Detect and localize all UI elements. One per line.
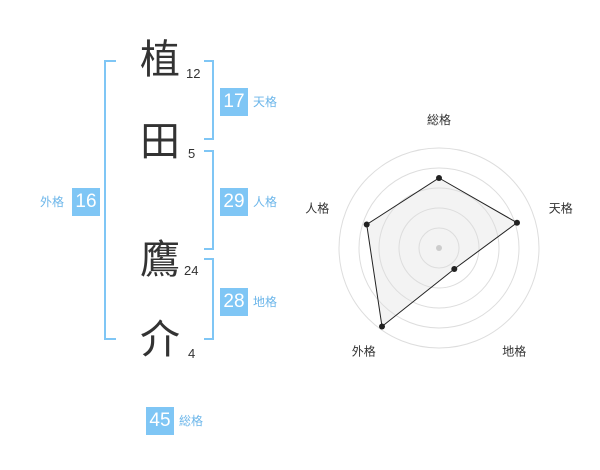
- radar-points: [363, 175, 520, 330]
- stroke-count-3: 24: [184, 263, 199, 278]
- stroke-count-1: 12: [186, 66, 201, 81]
- gaikaku-label: 外格: [40, 195, 65, 209]
- kanji-char-3: 鷹: [140, 237, 180, 283]
- radar-polygon: [366, 177, 518, 328]
- radar-point-4: [363, 221, 370, 228]
- radar-point-2: [451, 266, 458, 272]
- radar-axis-label-2: 地格: [502, 344, 526, 359]
- radar-point-0: [436, 175, 442, 181]
- tenkaku-value: 17: [220, 88, 248, 116]
- radar-axis-label-3: 外格: [352, 344, 376, 359]
- tenkaku-label: 天格: [253, 95, 278, 109]
- radar-ring-3: [378, 187, 500, 309]
- jinkaku-bracket: [204, 150, 214, 250]
- jinkaku-label: 人格: [253, 195, 278, 209]
- radar-ring-2: [398, 207, 480, 289]
- radar-point-3: [379, 323, 385, 330]
- radar-ring-4: [358, 167, 520, 329]
- chikaku-bracket: [204, 258, 214, 340]
- soukaku-label: 総格: [179, 414, 204, 428]
- chikaku-label: 地格: [253, 295, 278, 309]
- kanji-char-1: 植: [140, 37, 180, 83]
- stroke-count-4: 4: [188, 346, 196, 361]
- stroke-count-2: 5: [188, 146, 196, 161]
- radar-center-dot: [436, 245, 442, 251]
- jinkaku-value: 29: [220, 188, 248, 216]
- gaikaku-value: 16: [72, 188, 100, 216]
- radar-axis-label-0: 総格: [427, 112, 451, 127]
- radar-axis-label-1: 天格: [549, 200, 573, 215]
- radar-point-1: [514, 219, 520, 226]
- radar-ring-5: [338, 147, 540, 349]
- radar-grid: [338, 147, 540, 349]
- kanji-char-4: 介: [140, 317, 180, 363]
- tenkaku-bracket: [204, 60, 214, 140]
- gaikaku-bracket: [104, 60, 116, 340]
- radar-ring-1: [418, 227, 460, 269]
- chikaku-value: 28: [220, 288, 248, 316]
- radar-axis-label-4: 人格: [305, 200, 329, 215]
- kanji-char-2: 田: [140, 119, 180, 165]
- soukaku-value: 45: [146, 407, 174, 435]
